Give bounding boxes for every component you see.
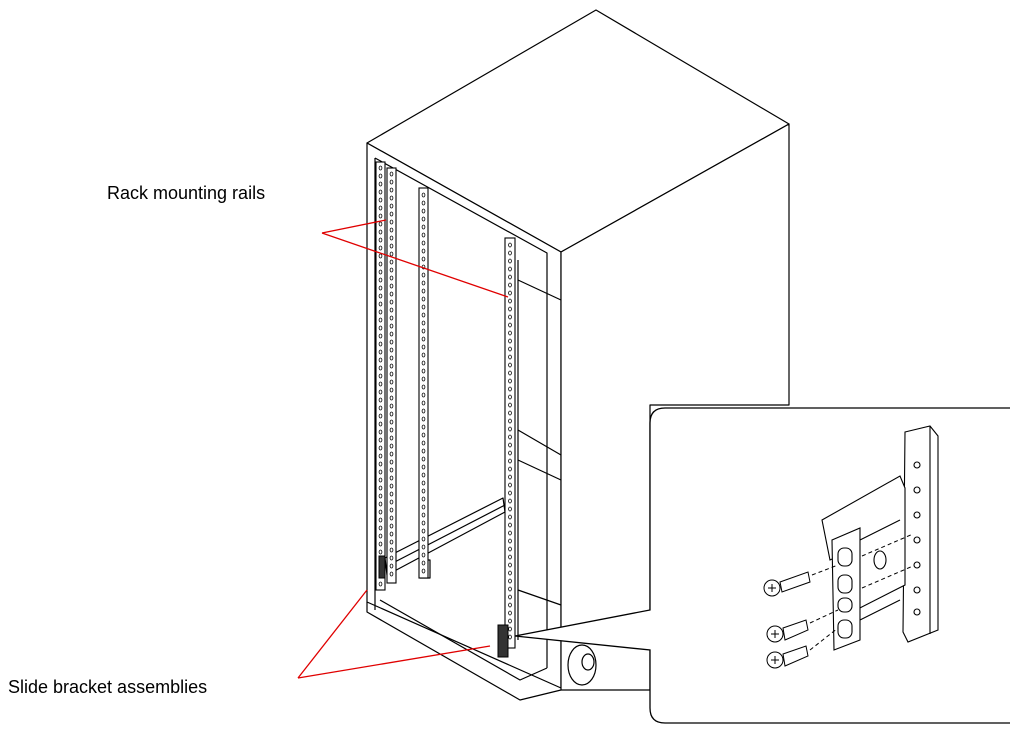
screw-icon (766, 619, 809, 643)
slide-bracket-assembly-right (497, 624, 509, 658)
rack-mounting-rails-label: Rack mounting rails (107, 183, 266, 203)
detail-rail (902, 425, 939, 643)
slide-bracket-assemblies-label: Slide bracket assemblies (8, 677, 208, 697)
rack-rail-front-left (375, 161, 386, 591)
screw-icon (763, 571, 811, 597)
screw-icon (766, 645, 809, 669)
slide-bracket-assembly-left (378, 555, 386, 579)
caster-wheel (567, 644, 597, 686)
detail-callout (514, 407, 1010, 724)
rack-rail-rear-left (418, 187, 429, 579)
rack-rail-front-left-2 (386, 167, 397, 584)
